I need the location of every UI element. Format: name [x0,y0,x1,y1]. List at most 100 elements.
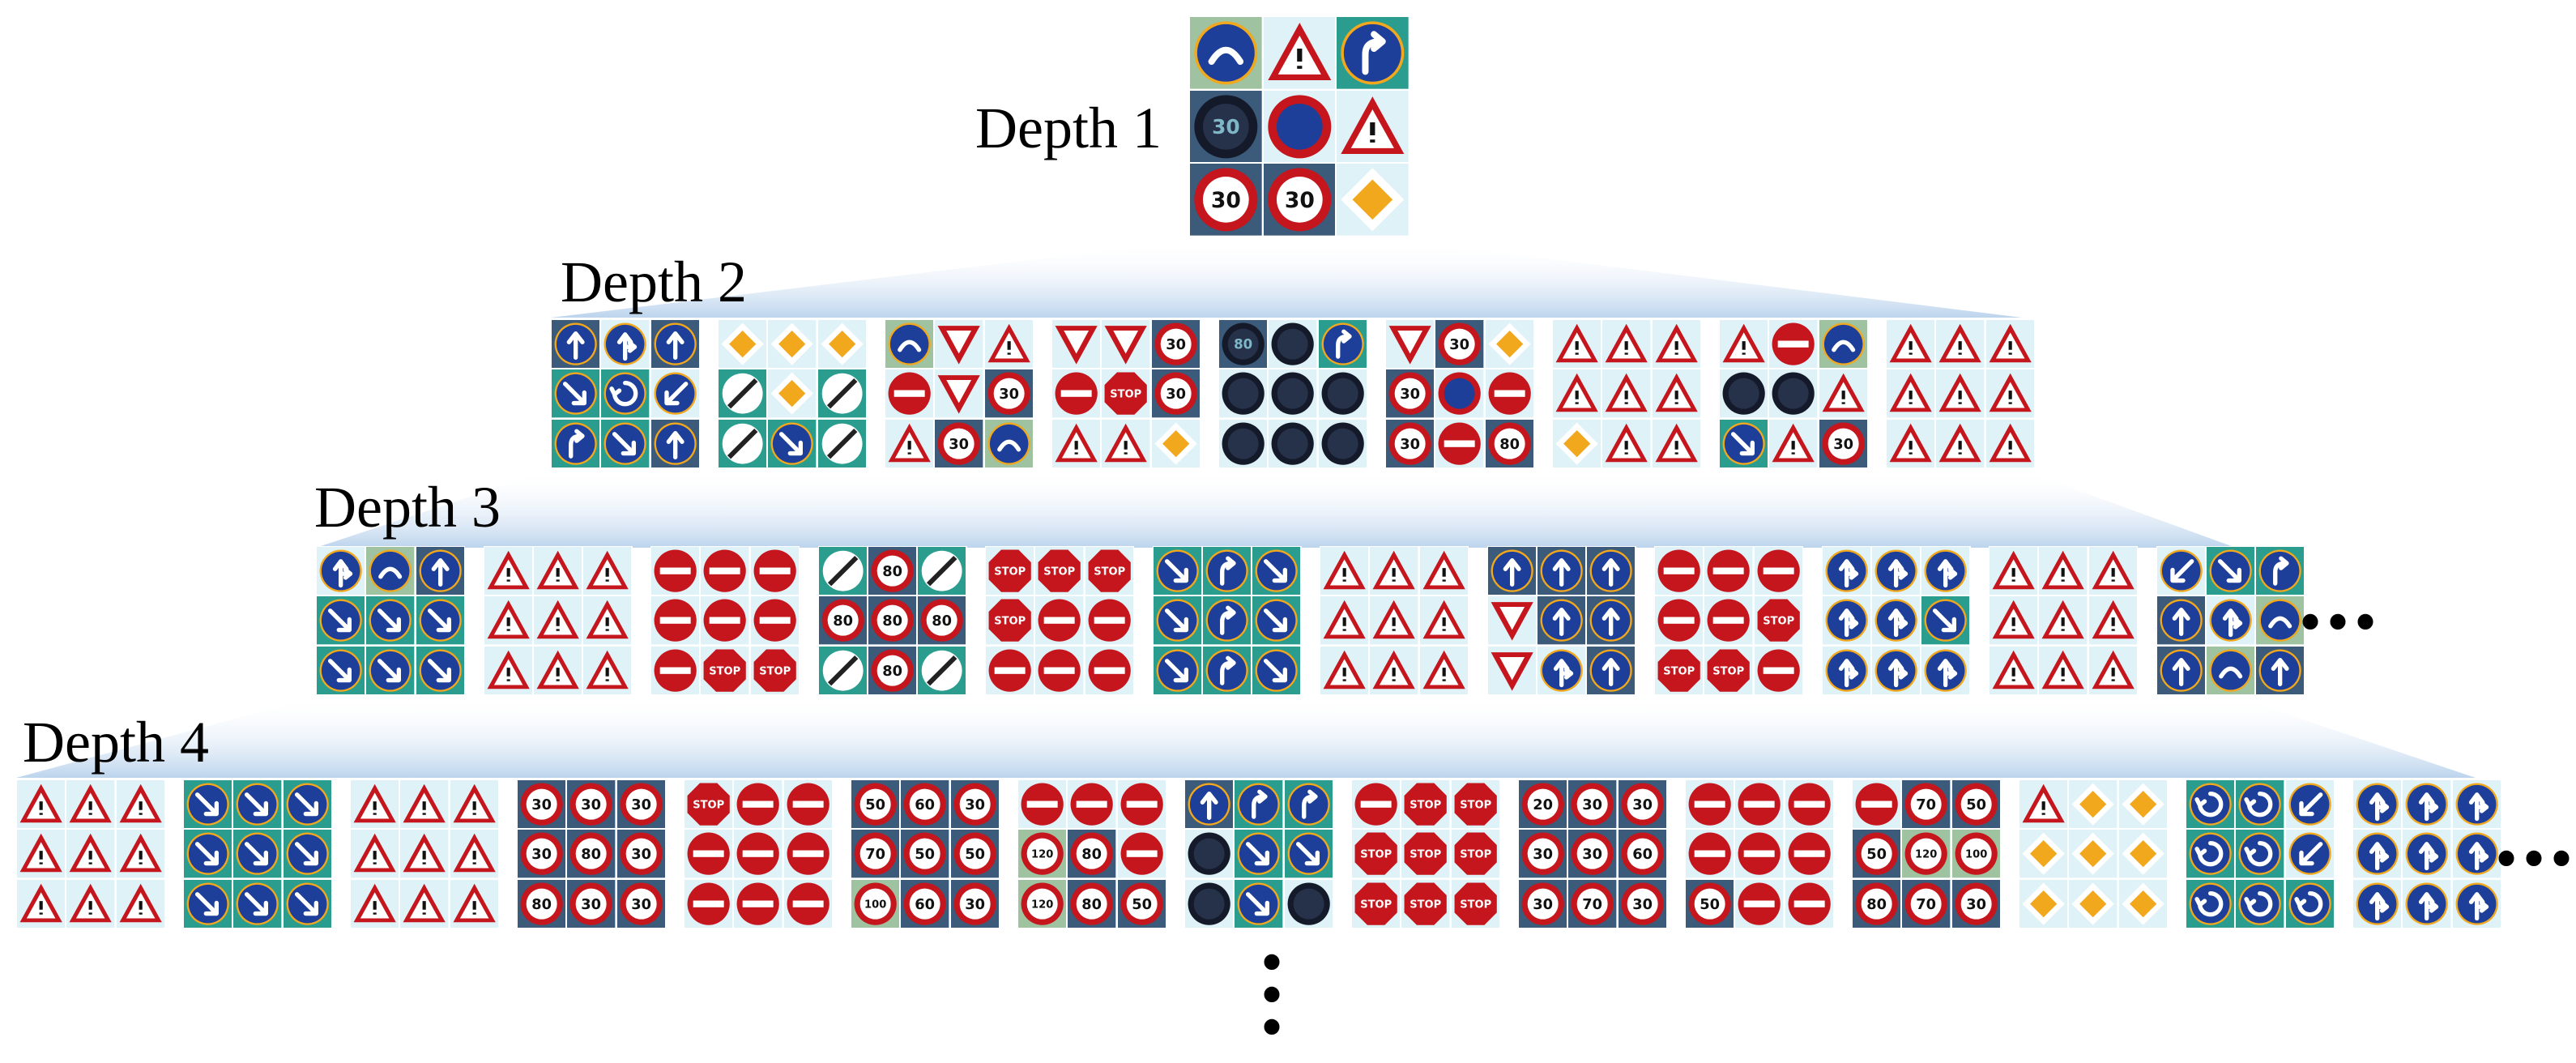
sign-thumbnail [817,369,866,418]
svg-text:30: 30 [965,796,985,813]
sign-thumbnail [1269,419,1317,467]
connector-2-3 [316,470,2236,548]
sign-thumbnail [416,547,464,596]
sign-thumbnail [2019,879,2068,928]
sign-thumbnail [1102,419,1150,467]
sign-thumbnail [484,547,532,596]
sign-thumbnail [2403,780,2451,829]
sign-thumbnail: 30 [1819,419,1867,467]
sign-thumbnail [1686,780,1734,829]
sign-thumbnail [317,646,365,694]
sign-thumbnail [885,419,934,467]
sign-thumbnail [885,320,934,369]
sign-thumbnail [1936,369,1985,418]
depth-3-cluster-grid [1989,546,2138,695]
sign-thumbnail [768,369,817,418]
sign-thumbnail [552,419,600,467]
sign-thumbnail: 80 [918,596,966,645]
sign-thumbnail [1202,646,1252,694]
svg-text:STOP: STOP [1460,799,1491,811]
svg-text:STOP: STOP [759,665,791,677]
sign-thumbnail [1085,646,1133,694]
sign-thumbnail: 50 [1951,780,2000,829]
sign-thumbnail [2236,879,2284,928]
sign-thumbnail [1018,780,1067,829]
sign-thumbnail [1370,596,1418,645]
sign-thumbnail [2186,830,2235,878]
sign-thumbnail: 20 [1519,780,1567,829]
svg-text:STOP: STOP [1360,849,1392,861]
sign-thumbnail: 50 [901,830,949,878]
sign-thumbnail [1485,369,1533,418]
sign-thumbnail [918,547,966,596]
sign-thumbnail [1318,369,1367,418]
sign-thumbnail [1754,547,1802,596]
sign-thumbnail: 120 [1018,879,1067,928]
sign-thumbnail [1487,646,1536,694]
depth-4-cluster-grid: STOP [684,779,833,929]
sign-thumbnail [366,646,415,694]
sign-thumbnail [650,369,699,418]
sign-thumbnail [984,320,1033,369]
svg-text:30: 30 [965,896,985,913]
depth-4-cluster-grid [183,779,332,929]
sign-thumbnail: 30 [950,879,999,928]
depth-3-cluster-grid [2156,546,2305,695]
sign-thumbnail [783,879,832,928]
sign-thumbnail [935,369,983,418]
sign-thumbnail [583,646,632,694]
sign-thumbnail [2452,830,2501,878]
sign-thumbnail: STOP [701,646,749,694]
sign-thumbnail [1252,596,1301,645]
depth-3-cluster-grid [1821,546,1971,695]
svg-text:60: 60 [1632,846,1653,863]
depth-4-cluster-grid [1184,779,1333,929]
sign-thumbnail [351,830,399,878]
sign-thumbnail [1553,320,1601,369]
sign-thumbnail: 80 [868,547,917,596]
sign-thumbnail [233,830,282,878]
svg-text:50: 50 [965,846,985,863]
sign-thumbnail: STOP [1085,547,1133,596]
svg-text:30: 30 [582,896,602,913]
sign-thumbnail [1887,419,1935,467]
sign-thumbnail [366,547,415,596]
sign-thumbnail [650,419,699,467]
sign-thumbnail: STOP [1451,780,1499,829]
svg-text:60: 60 [915,796,936,813]
svg-text:STOP: STOP [1410,899,1442,911]
sign-thumbnail [1887,320,1935,369]
sign-thumbnail: 80 [818,596,867,645]
sign-thumbnail [1419,646,1468,694]
sign-thumbnail [1219,369,1268,418]
sign-thumbnail: 70 [851,830,900,878]
sign-thumbnail [1587,547,1636,596]
sign-thumbnail [685,879,733,928]
sign-thumbnail [2069,830,2118,878]
sign-thumbnail [750,547,799,596]
svg-text:80: 80 [582,846,602,863]
svg-text:80: 80 [833,613,853,630]
sign-thumbnail [317,596,365,645]
sign-thumbnail: 100 [1951,830,2000,878]
svg-text:60: 60 [915,896,936,913]
svg-text:30: 30 [999,386,1019,403]
sign-thumbnail [1151,419,1200,467]
sign-thumbnail: STOP [1352,830,1401,878]
depth-4-cluster-grid: 50 [1685,779,1834,929]
svg-text:80: 80 [882,563,902,580]
sign-thumbnail [283,830,331,878]
sign-thumbnail [2088,596,2137,645]
sign-thumbnail: 50 [1853,830,1901,878]
sign-thumbnail [1936,419,1985,467]
sign-thumbnail [1185,830,1234,878]
svg-text:50: 50 [1700,896,1720,913]
sign-thumbnail: STOP [1451,879,1499,928]
sign-thumbnail [1537,547,1586,596]
sign-thumbnail [400,780,449,829]
